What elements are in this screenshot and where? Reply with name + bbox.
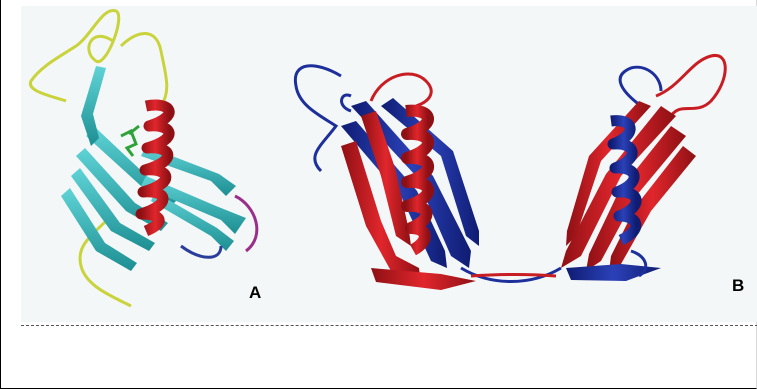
loop-b-right-red bbox=[656, 55, 725, 116]
panel-label-a: A bbox=[249, 283, 261, 303]
loop-b-right-blue bbox=[620, 67, 661, 106]
loop-b-left-blue bbox=[295, 66, 341, 171]
loop-a-blue bbox=[181, 246, 221, 257]
linker-b-red bbox=[471, 275, 556, 277]
loop-a-right bbox=[121, 34, 167, 107]
loop-b-left-red bbox=[371, 74, 431, 106]
protein-figure: A B bbox=[21, 6, 757, 322]
panel-a-structure bbox=[30, 10, 256, 306]
protein-illustration bbox=[21, 6, 757, 322]
panel-b-right-domain bbox=[561, 55, 725, 281]
arrow-b-left bbox=[371, 268, 476, 290]
ligand-a bbox=[121, 126, 139, 156]
panel-label-b: B bbox=[732, 276, 744, 296]
bottom-dashed-rule bbox=[21, 325, 757, 326]
loop-a-top bbox=[30, 10, 118, 101]
helix-a bbox=[141, 105, 169, 231]
panel-b-left-domain bbox=[295, 66, 479, 290]
helix-b-left bbox=[406, 111, 428, 250]
